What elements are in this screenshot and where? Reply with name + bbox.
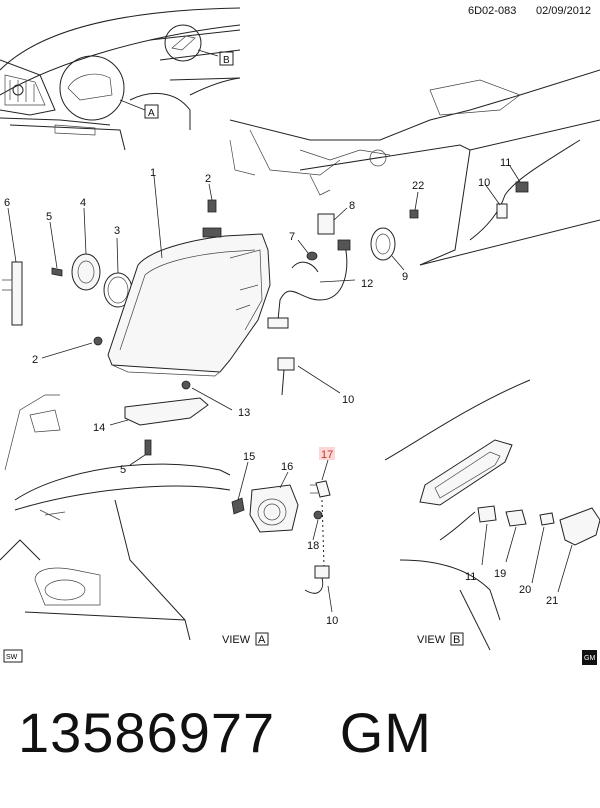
exploded-parts-diagram: 6D02-083 02/09/2012 A B <box>0 5 600 665</box>
part-8-socket <box>317 207 348 235</box>
callout-box-b <box>219 51 234 66</box>
callout-17: 17 <box>321 449 333 461</box>
part-13-clip <box>181 380 233 411</box>
part-12-harness <box>267 239 356 329</box>
svg-text:VIEW: VIEW <box>222 634 251 646</box>
diagram-date: 02/09/2012 <box>536 5 591 17</box>
svg-text:A: A <box>258 634 266 646</box>
view-b-label: VIEW B <box>417 632 464 646</box>
callout-9: 9 <box>402 271 408 283</box>
car-front-inset: A B <box>0 7 241 151</box>
part-10-connector-center <box>277 357 341 396</box>
part-number: 13586977 <box>18 701 276 764</box>
part-14-bracket <box>109 397 209 426</box>
callout-14: 14 <box>93 422 105 434</box>
callout-22: 22 <box>412 180 424 192</box>
svg-text:SW: SW <box>6 654 18 661</box>
part-9-ring <box>370 227 405 271</box>
callout-2: 2 <box>32 354 38 366</box>
part-22-screw <box>409 191 419 219</box>
part-footer: 13586977 GM <box>18 700 588 790</box>
view-b-circle <box>164 24 202 62</box>
sw-badge: SW <box>3 649 23 663</box>
callout-2: 2 <box>205 173 211 185</box>
callout-6: 6 <box>4 197 10 209</box>
callout-10: 10 <box>342 394 354 406</box>
svg-text:B: B <box>223 55 230 66</box>
callout-10: 10 <box>326 615 338 627</box>
view-a-circle <box>59 55 125 121</box>
part-11-10-upper-right <box>469 139 581 241</box>
part-4-cap <box>71 207 101 291</box>
svg-text:GM: GM <box>584 655 595 662</box>
view-b-side-marker <box>384 379 600 651</box>
part-5-screw-upper <box>49 221 63 277</box>
body-structure <box>229 69 600 266</box>
callout-11: 11 <box>500 157 511 169</box>
callout-labels: 1 2 2 3 4 5 5 6 7 8 9 10 10 10 11 11 12 … <box>4 157 558 627</box>
callout-8: 8 <box>349 200 355 212</box>
callout-5: 5 <box>46 211 52 223</box>
callout-19: 19 <box>494 568 506 580</box>
part-2-bolt-top <box>207 183 217 213</box>
part-6-bracket <box>2 207 23 326</box>
callout-17-highlight <box>319 447 335 460</box>
svg-text:A: A <box>148 108 155 119</box>
callout-21: 21 <box>546 595 558 607</box>
callout-3: 3 <box>114 225 120 237</box>
callout-20: 20 <box>519 584 531 596</box>
diagram-code: 6D02-083 <box>468 5 516 17</box>
part-1-headlamp <box>107 175 271 377</box>
callout-1: 1 <box>150 167 156 179</box>
callout-10: 10 <box>478 177 490 189</box>
brand-name: GM <box>339 701 432 764</box>
callout-11: 11 <box>465 571 476 583</box>
part-5-screw-lower <box>129 439 152 466</box>
callout-4: 4 <box>80 197 86 209</box>
front-fascia <box>0 394 231 641</box>
callout-5: 5 <box>120 464 126 476</box>
callout-15: 15 <box>243 451 255 463</box>
part-7-bulb <box>297 239 318 261</box>
callout-12: 12 <box>361 278 373 290</box>
part-2-bolt-left <box>41 336 103 359</box>
view-a-label: VIEW A <box>222 632 269 646</box>
callout-box-a <box>144 104 159 119</box>
gm-logo-badge: GM <box>582 650 597 665</box>
fog-lamp-group <box>231 459 333 613</box>
callout-13: 13 <box>238 407 250 419</box>
callout-7: 7 <box>289 231 295 243</box>
callout-16: 16 <box>281 461 293 473</box>
svg-text:VIEW: VIEW <box>417 634 446 646</box>
svg-text:B: B <box>453 634 460 646</box>
callout-18: 18 <box>307 540 319 552</box>
